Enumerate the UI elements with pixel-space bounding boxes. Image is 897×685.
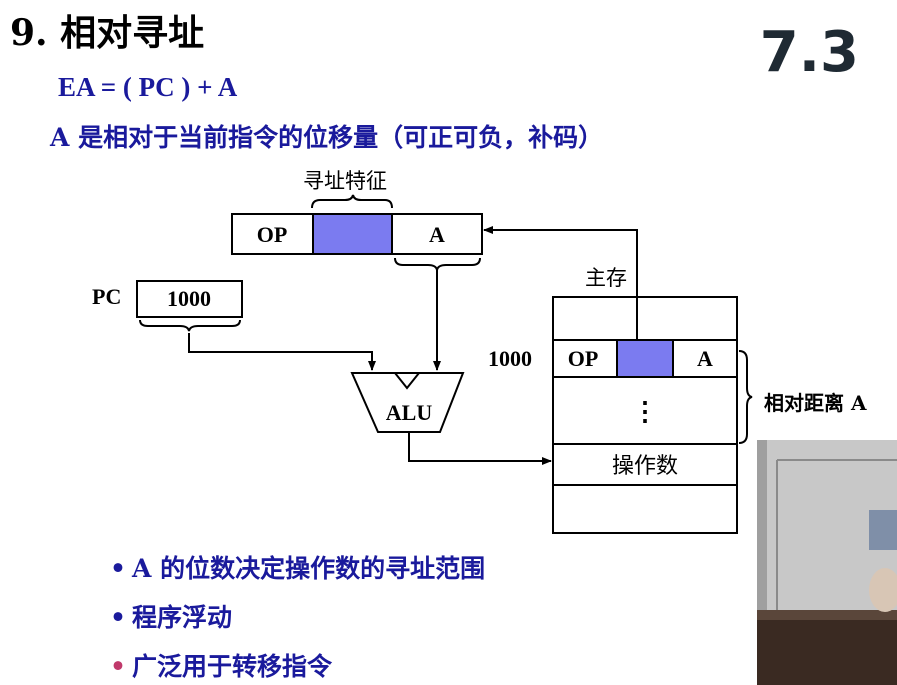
memory-box (552, 296, 738, 534)
lecturer-video-frame (757, 440, 897, 685)
alu-label: ALU (386, 400, 433, 425)
pc-value: 1000 (167, 286, 211, 311)
pc-label: PC (92, 284, 121, 309)
bullet-marker: • (110, 554, 126, 583)
instruction-a-field: A (429, 222, 445, 247)
memory-feature-field (617, 341, 673, 376)
relative-distance-brace (738, 350, 753, 444)
pc-register (136, 280, 243, 318)
memory-to-instruction-arrow (483, 226, 638, 340)
instruction-format: OP A (231, 213, 483, 255)
alu-shape (350, 372, 465, 433)
memory-ellipsis: ⋮ (632, 397, 658, 426)
instruction-op-field: OP (257, 222, 288, 247)
bullet-marker: • (110, 652, 126, 681)
bullet-item: •程序浮动 (110, 598, 232, 634)
memory-op-field: OP (568, 346, 599, 371)
bullet-text: 广泛用于转移指令 (131, 652, 332, 681)
alu-to-operand-arrow (408, 432, 552, 465)
addressing-feature-field (313, 215, 392, 253)
relative-distance-label: 相对距离 A (764, 391, 867, 415)
operand-cell-label: 操作数 (612, 454, 678, 479)
main-memory: OP A ⋮ 操作数 (552, 296, 738, 534)
bullet-item: •A 的位数决定操作数的寻址范围 (110, 549, 485, 585)
slide-title: 9. 相对寻址 (10, 12, 205, 54)
main-memory-label: 主存 (585, 266, 627, 290)
description: A 是相对于当前指令的位移量（可正可负，补码） (50, 123, 604, 152)
bullet-text: 程序浮动 (131, 603, 232, 632)
lecturer-video-inset (757, 440, 897, 685)
addressing-feature-caption: 寻址特征 (303, 169, 387, 193)
memory-a-field: A (697, 346, 713, 371)
pc-to-alu-arrow (188, 333, 376, 371)
memory-address-label: 1000 (488, 346, 532, 371)
alu-notch (394, 372, 420, 390)
addressing-feature-brace (311, 194, 393, 209)
slide-number: 7.3 (759, 20, 859, 85)
bullet-item: •广泛用于转移指令 (110, 647, 332, 683)
formula: EA = ( PC ) + A (58, 72, 238, 102)
bullet-marker: • (110, 603, 126, 632)
pc-brace (139, 319, 241, 332)
a-field-brace (394, 257, 481, 271)
bullet-text: A 的位数决定操作数的寻址范围 (131, 554, 486, 583)
